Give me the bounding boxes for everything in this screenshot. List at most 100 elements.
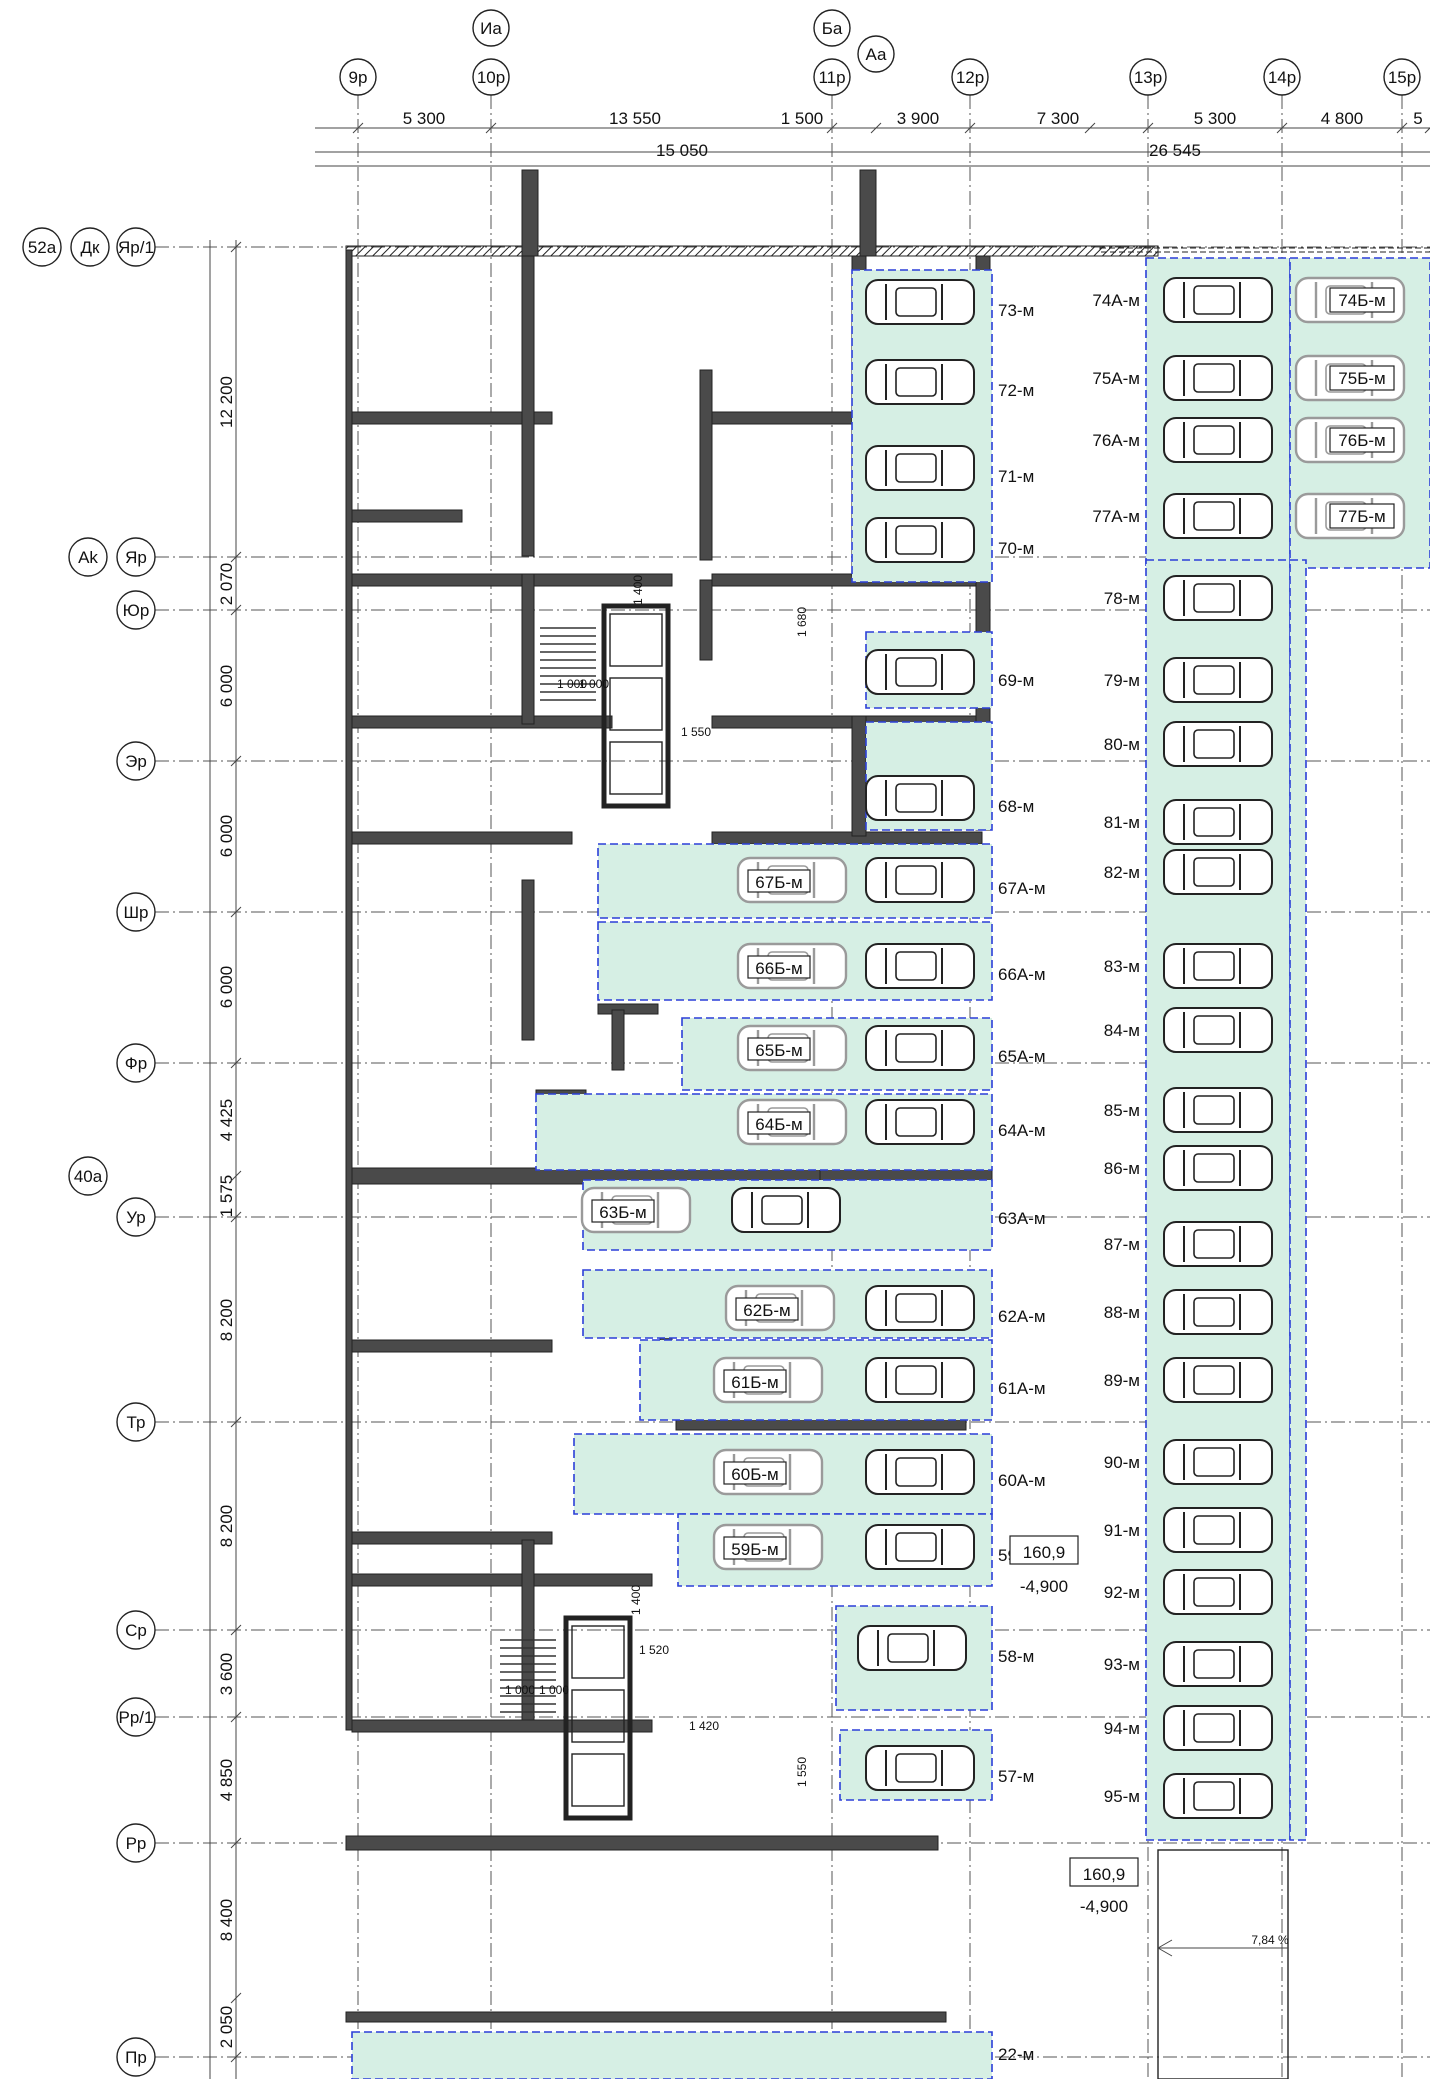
car-body (1163, 721, 1273, 767)
interior-wall (351, 1719, 653, 1733)
parking-space-label: 69-м (998, 671, 1034, 690)
car-roof (895, 525, 937, 555)
car-roof (895, 1365, 937, 1395)
axis-bubble-extra-row (70, 227, 110, 267)
car-roof (895, 951, 937, 981)
column-top-1 (521, 169, 539, 257)
car-icon (1163, 493, 1273, 539)
dimension-text-top2: 26 545 (1149, 141, 1201, 160)
space-label-box (1329, 427, 1395, 453)
axis-bubble-extra (813, 9, 851, 47)
dimension-text-left: 1 575 (217, 1175, 236, 1218)
parking-space-label-b: 59Б-м (731, 1540, 778, 1559)
car-icon (1163, 1357, 1273, 1403)
car-roof (895, 453, 937, 483)
dimension-text-left: 4 425 (217, 1099, 236, 1142)
axis-bubble-extra-row (22, 227, 62, 267)
car-body (865, 649, 975, 695)
car-window (1183, 1150, 1241, 1186)
interior-wall (351, 831, 573, 845)
car-window (1183, 422, 1241, 458)
parking-space-label-13: 84-м (1104, 1021, 1140, 1040)
parking-space-label: 72-м (998, 381, 1034, 400)
car-window (885, 1750, 943, 1786)
ramp-outline (1157, 1849, 1289, 2079)
parking-space-label-bottom: 22-м (998, 2045, 1034, 2064)
car-icon (1163, 657, 1273, 703)
axis-label-row: Ур (126, 1208, 146, 1227)
car-icon (865, 857, 975, 903)
dimension-tick (230, 1711, 242, 1723)
car-roof (895, 1532, 937, 1562)
axis-bubble-extra-row (68, 1156, 108, 1196)
car-roof (1193, 1577, 1235, 1607)
car-body (1163, 849, 1273, 895)
parking-space-label-13: 77А-м (1092, 507, 1140, 526)
car-roof (895, 1033, 937, 1063)
interior-wall-v (521, 1539, 535, 1721)
inner-dimension-text: 1 520 (639, 1643, 669, 1657)
lift-shaft (571, 1625, 625, 1679)
car-window (1183, 282, 1241, 318)
slope-label: 7,84 % (1251, 1933, 1289, 1947)
car-window (1183, 1092, 1241, 1128)
inner-dimension-text: 1 550 (681, 725, 711, 739)
car-window (1183, 498, 1241, 534)
axis-bubble-row (116, 227, 156, 267)
axis-bubble-row (116, 537, 156, 577)
ramp-arrow-head (1157, 1939, 1173, 1957)
dimension-tick (230, 1416, 242, 1428)
car-window (1183, 1646, 1241, 1682)
parking-space-label: 68-м (998, 797, 1034, 816)
car-window (1183, 662, 1241, 698)
car-icon (865, 517, 975, 563)
car-body (1163, 1569, 1273, 1615)
car-icon (1163, 1569, 1273, 1615)
car-body (865, 1025, 975, 1071)
interior-wall (351, 1573, 653, 1587)
parking-space-label-14: 76Б-м (1338, 431, 1385, 450)
car-icon (865, 1285, 975, 1331)
car-window (1183, 1226, 1241, 1262)
parking-space-label-b: 60Б-м (731, 1465, 778, 1484)
car-roof (1193, 857, 1235, 887)
car-body (865, 775, 975, 821)
parking-space-label-b: 62Б-м (743, 1301, 790, 1320)
interior-wall (351, 1339, 553, 1353)
car-roof (1193, 1515, 1235, 1545)
car-icon (865, 775, 975, 821)
axis-bubble-row (116, 741, 156, 781)
west-wall (345, 249, 353, 1731)
parking-space-label: 70-м (998, 539, 1034, 558)
car-body (1163, 1289, 1273, 1335)
parking-space-label: 67А-м (998, 879, 1046, 898)
car-body (1163, 1087, 1273, 1133)
interior-wall (711, 831, 983, 845)
axis-label-9p: 9р (349, 68, 368, 87)
car-body (1163, 943, 1273, 989)
dimension-tick (230, 604, 242, 616)
axis-label-row: Рр/1 (119, 1708, 154, 1727)
inner-dimension-text: 1 550 (795, 1757, 809, 1787)
axis-label-extra-row: Ak (78, 548, 98, 567)
car-roof (1193, 1229, 1235, 1259)
car-body (1163, 277, 1273, 323)
car-body (1163, 1357, 1273, 1403)
car-window (751, 1192, 809, 1228)
car-icon (1163, 575, 1273, 621)
car-window (885, 1454, 943, 1490)
car-icon (865, 279, 975, 325)
parking-space-label-13: 83-м (1104, 957, 1140, 976)
car-body (865, 359, 975, 405)
car-window (885, 1362, 943, 1398)
parking-space-label-b: 61Б-м (731, 1373, 778, 1392)
car-icon (1163, 1087, 1273, 1133)
south-wall (345, 1835, 939, 1851)
lift-shaft (571, 1689, 625, 1743)
inner-dimension-text: 1 400 (631, 575, 645, 605)
car-roof (1193, 1447, 1235, 1477)
car-window (885, 450, 943, 486)
dimension-text-left: 6 000 (217, 966, 236, 1009)
car-window (1183, 726, 1241, 762)
axis-label-extra-row: 40а (74, 1167, 103, 1186)
